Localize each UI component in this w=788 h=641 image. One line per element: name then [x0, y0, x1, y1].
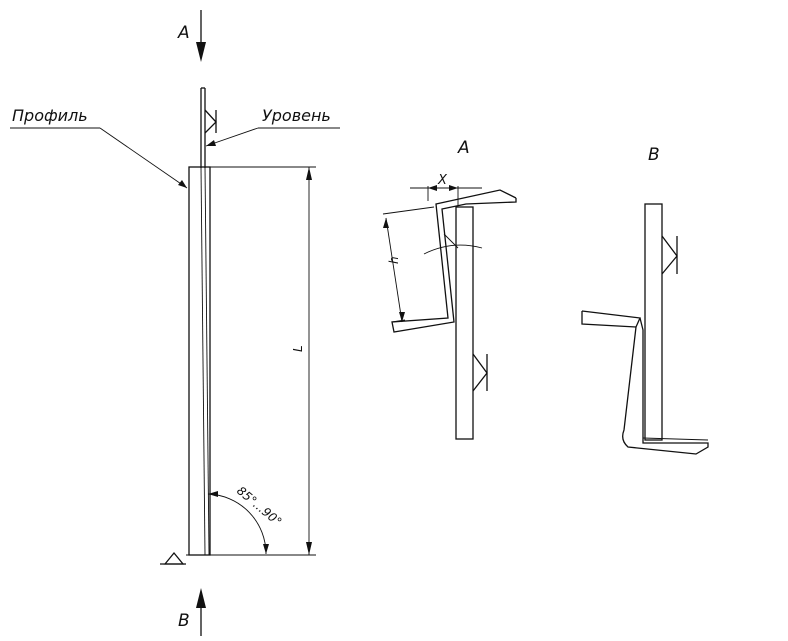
view-a-dimension-h — [382, 206, 435, 323]
level-label: Уровень — [262, 106, 331, 125]
detail-view-b: B — [581, 145, 709, 455]
main-elevation-view: A Профиль — [10, 10, 340, 636]
view-arrow-b-label: B — [178, 611, 190, 631]
angle-dimension — [207, 491, 269, 555]
view-arrow-b — [196, 588, 206, 636]
view-a-level-bent — [391, 189, 517, 333]
view-b-triangle — [661, 235, 678, 275]
view-a-dimension-h-label: h — [387, 256, 401, 264]
view-a-angle-arc — [423, 233, 483, 255]
view-a-profile-bar — [455, 206, 474, 440]
view-a-dimension-x — [410, 185, 482, 206]
view-a-dimension-x-label: X — [437, 173, 448, 188]
base-symbol — [160, 551, 210, 565]
view-b-level-bent — [581, 310, 709, 455]
dimension-length-label: L — [291, 345, 305, 352]
detail-view-a: A X h — [382, 138, 517, 440]
level-leader — [205, 127, 340, 147]
view-a-title: A — [457, 138, 470, 158]
angle-label: 85°...90° — [234, 484, 284, 529]
view-b-profile-bar — [644, 203, 663, 441]
view-arrow-a-label: A — [177, 23, 190, 43]
profile-label: Профиль — [12, 106, 88, 125]
level-triangle — [204, 109, 217, 134]
view-a-triangle — [472, 353, 488, 392]
level-bar — [200, 87, 206, 168]
view-b-title: B — [648, 145, 660, 165]
view-arrow-a — [196, 10, 206, 62]
dimension-length — [210, 167, 316, 556]
profile-leader — [10, 127, 188, 189]
